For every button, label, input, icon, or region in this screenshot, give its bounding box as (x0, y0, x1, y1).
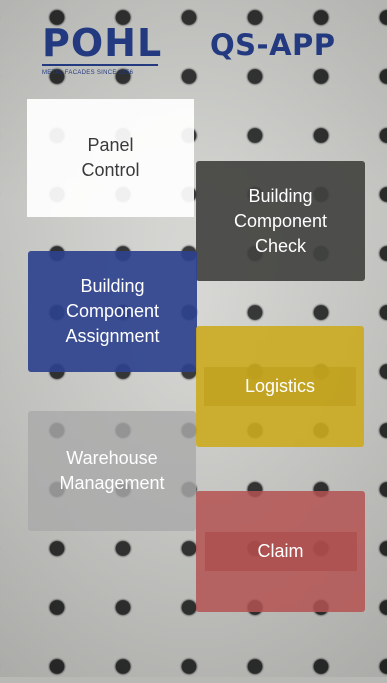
building-component-assignment-tile[interactable]: Building Component Assignment (28, 251, 197, 372)
warehouse-management-tile[interactable]: Warehouse Management (28, 411, 196, 531)
building-component-check-label: Building Component Check (233, 185, 328, 256)
claim-label: Claim (204, 532, 357, 571)
panel-control-tile[interactable]: Panel Control (27, 99, 194, 217)
panel-control-label: Panel Control (81, 135, 140, 180)
logo-text: POHL (42, 21, 163, 65)
logo-underline (42, 64, 158, 66)
building-component-check-tile[interactable]: Building Component Check (196, 161, 365, 281)
logistics-label: Logistics (204, 367, 356, 406)
building-component-assignment-label: Building Component Assignment (65, 276, 160, 346)
logo-tagline: METAL FACADES SINCE 1856 (42, 70, 134, 76)
app-title: QS-APP (210, 28, 336, 62)
bottom-edge (0, 677, 387, 683)
pohl-logo: POHL METAL FACADES SINCE 1856 (42, 24, 167, 76)
claim-tile[interactable]: Claim (196, 491, 365, 612)
logistics-tile[interactable]: Logistics (196, 326, 364, 447)
warehouse-management-label: Warehouse Management (59, 448, 165, 493)
